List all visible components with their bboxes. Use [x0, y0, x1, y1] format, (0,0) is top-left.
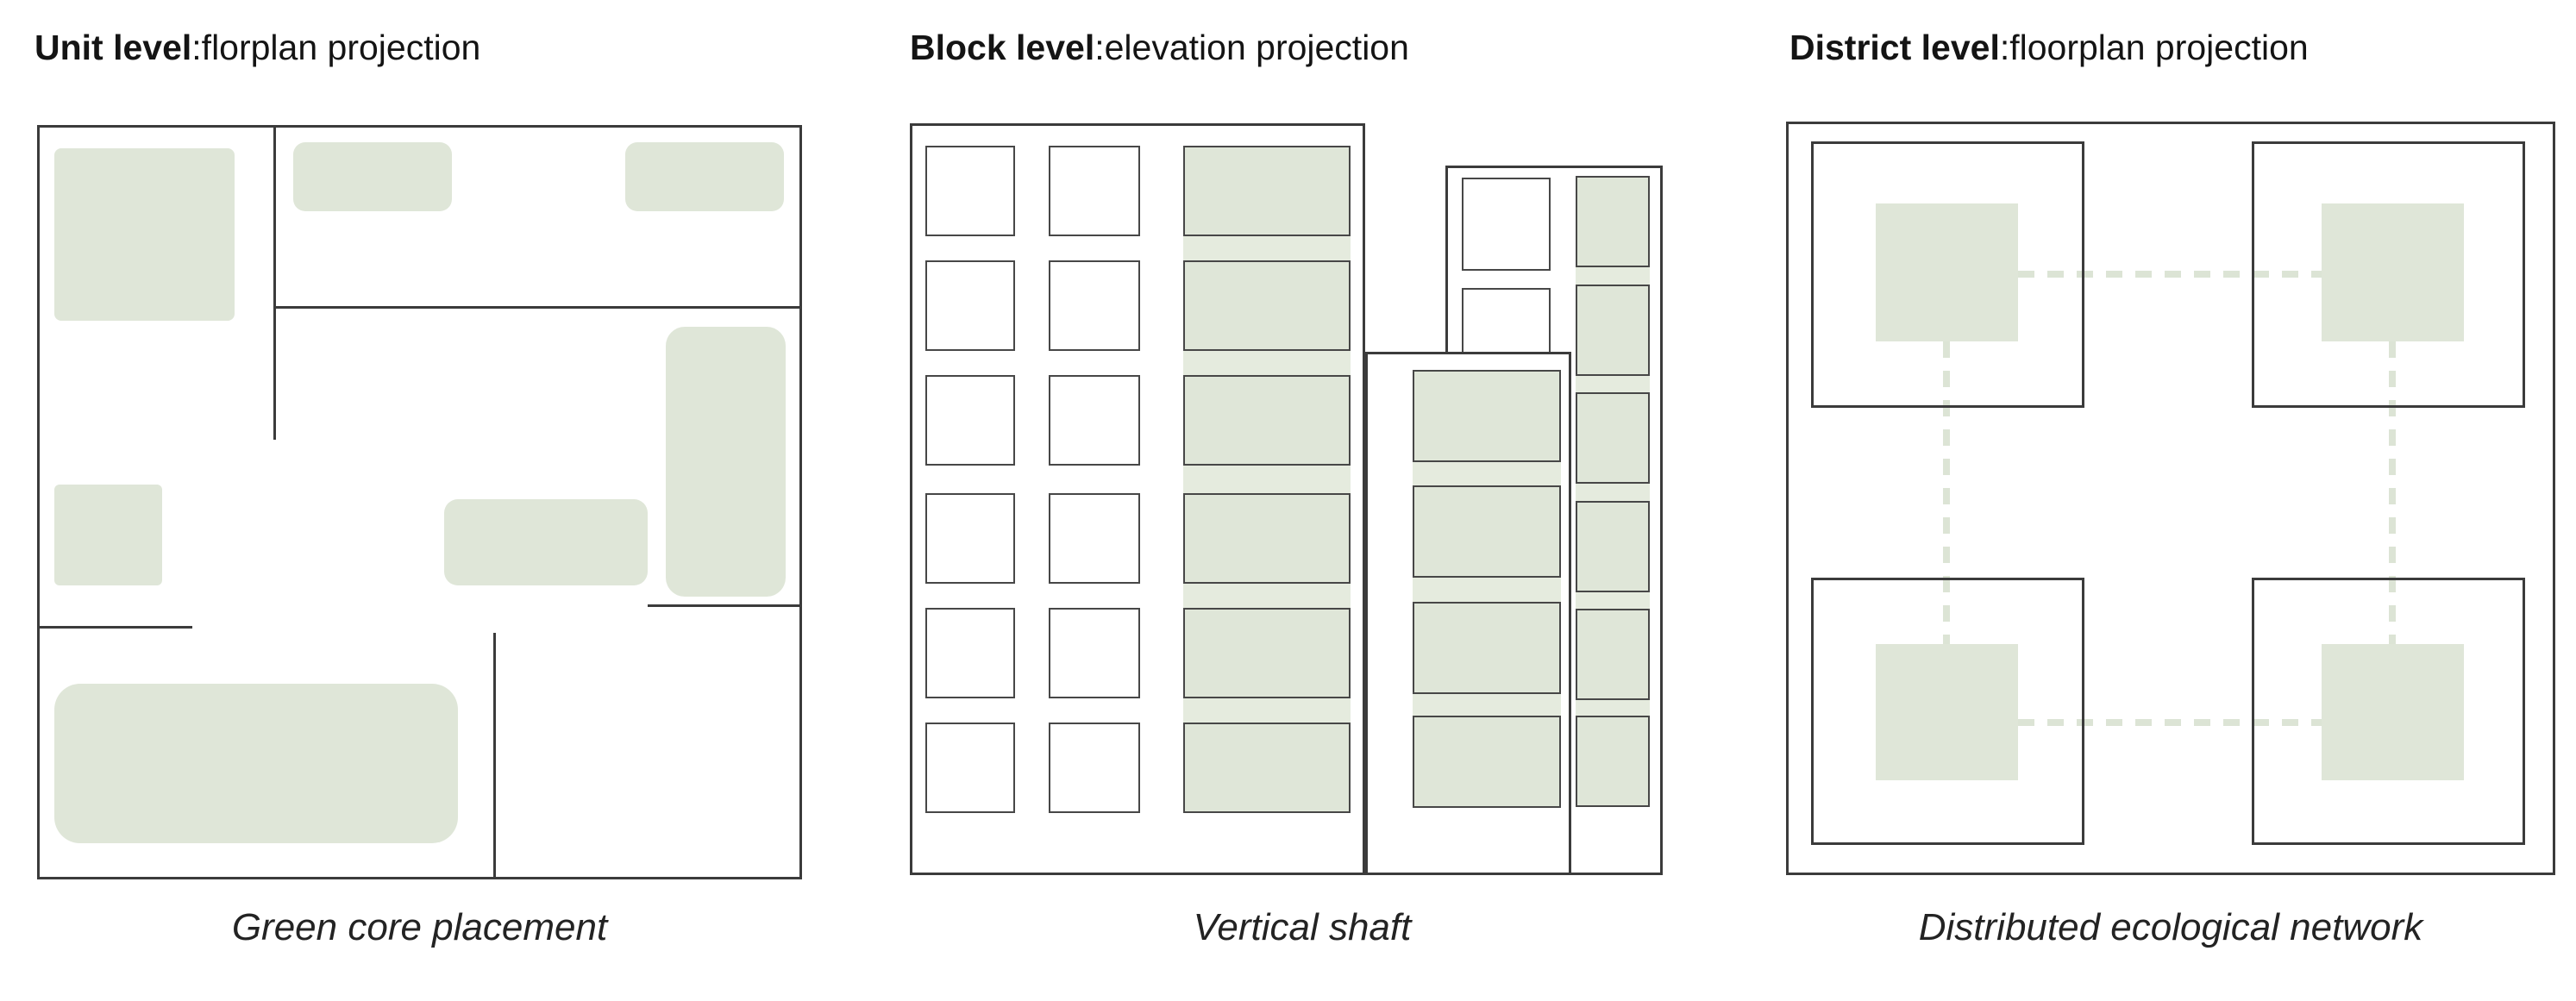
window [925, 493, 1015, 584]
interior-wall [493, 633, 496, 879]
green-window [1413, 485, 1561, 578]
caption-district: Distributed ecological network [1918, 906, 2423, 948]
eco-link-vertical [1943, 341, 1950, 644]
panel-title-unit: Unit level:florplan projection [34, 26, 480, 70]
interior-wall [273, 306, 802, 309]
green-core [625, 142, 784, 211]
eco-link-horizontal [2018, 271, 2322, 278]
shaft-strip [1183, 146, 1351, 813]
eco-link-horizontal [2018, 719, 2322, 726]
window [925, 375, 1015, 466]
green-window [1183, 375, 1351, 466]
green-window [1576, 176, 1650, 267]
shaft-strip [1576, 176, 1650, 807]
district-block [2252, 141, 2525, 408]
green-window [1183, 493, 1351, 584]
green-core [2322, 644, 2464, 780]
district-block [2252, 578, 2525, 845]
window [925, 260, 1015, 351]
green-window [1413, 716, 1561, 808]
green-window [1183, 146, 1351, 236]
green-core [1876, 203, 2018, 341]
panel-title-unit-level: Unit level [34, 28, 192, 67]
panel-title-block: Block level:elevation projection [910, 26, 1409, 70]
window [1049, 260, 1140, 351]
green-window [1576, 501, 1650, 592]
caption-unit: Green core placement [231, 906, 608, 948]
district-frame [1786, 122, 2555, 875]
window [925, 723, 1015, 813]
interior-wall [273, 125, 276, 440]
panel-title-district: District level:floorplan projection [1789, 26, 2309, 70]
window [925, 608, 1015, 698]
eco-link-vertical [2389, 341, 2396, 644]
green-window [1183, 723, 1351, 813]
green-window [1413, 602, 1561, 694]
green-core [293, 142, 452, 211]
green-window [1183, 608, 1351, 698]
green-window [1576, 392, 1650, 484]
window [1049, 146, 1140, 236]
green-core [54, 684, 458, 843]
green-core [1876, 644, 2018, 780]
caption-block: Vertical shaft [1193, 906, 1412, 948]
window [1049, 375, 1140, 466]
green-core [444, 499, 648, 585]
green-window [1576, 285, 1650, 376]
green-window [1576, 716, 1650, 807]
panel-title-district-level: District level [1789, 28, 2000, 67]
green-window [1576, 609, 1650, 700]
panel-title-block-level: Block level [910, 28, 1095, 67]
window [1049, 608, 1140, 698]
window [1049, 723, 1140, 813]
panel-title-district-rest: :floorplan projection [1999, 28, 2309, 67]
floorplan-frame [37, 125, 802, 879]
interior-wall [37, 626, 192, 629]
window [1462, 178, 1551, 271]
green-core [666, 327, 786, 597]
green-window [1413, 370, 1561, 462]
green-window [1183, 260, 1351, 351]
district-block [1811, 141, 2084, 408]
panel-title-block-rest: :elevation projection [1094, 28, 1409, 67]
green-core [54, 485, 162, 585]
window [1049, 493, 1140, 584]
green-core [54, 148, 235, 321]
window [925, 146, 1015, 236]
interior-wall [648, 604, 802, 607]
panel-title-unit-rest: :florplan projection [191, 28, 481, 67]
district-block [1811, 578, 2084, 845]
green-core [2322, 203, 2464, 341]
